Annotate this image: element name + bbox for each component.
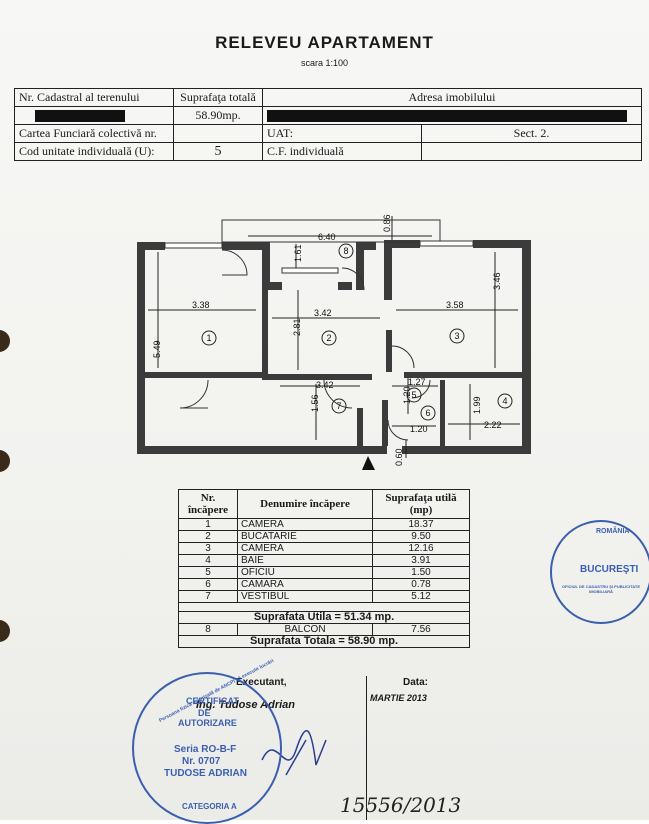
dim-label: 1.99 (472, 396, 482, 414)
unit-code-label: Cod unitate individuală (U): (14, 142, 174, 161)
binder-hole (0, 330, 10, 352)
stamp-text: Persoana fizică autorizată de ANCPI să e… (158, 658, 275, 724)
binder-hole (0, 620, 10, 642)
divider (366, 676, 367, 820)
dim-label: 0.86 (382, 214, 392, 232)
room-number: 2 (326, 333, 331, 343)
room-numbers: 1 2 3 4 5 6 7 8 (206, 246, 507, 418)
stamp-text: Seria RO-B-F (174, 744, 237, 755)
stamp-text: AUTORIZARE (178, 718, 237, 728)
cf-collective-label: Cartea Funciară colectivă nr. (14, 124, 174, 143)
dim-label: 0.60 (394, 448, 404, 466)
useful-area-total: Suprafata Utila = 51.34 mp. (178, 611, 470, 624)
dim-label: 3.46 (492, 272, 502, 290)
balcony (164, 219, 474, 441)
redacted-box (267, 110, 627, 123)
dim-label: 2.22 (484, 420, 502, 430)
room-number: 5 (411, 390, 416, 400)
room-number: 6 (425, 408, 430, 418)
floor-plan: 6.40 0.86 1.61 3.38 3.42 3.58 3.46 5.49 … (137, 214, 531, 470)
room-number: 7 (336, 401, 341, 411)
executant-label: Executant, (236, 677, 287, 688)
document-title: RELEVEU APARTAMENT (215, 33, 434, 52)
room-number: 3 (454, 331, 459, 341)
dim-label: 2.81 (292, 318, 302, 336)
stamp-text: BUCUREŞTI (580, 564, 639, 575)
cadastral-label: Nr. Cadastral al terenului (14, 88, 174, 107)
binder-hole (0, 450, 10, 472)
col-header-name: Denumire încăpere (237, 489, 373, 519)
property-info-table: Nr. Cadastral al terenului Suprafaţa tot… (14, 88, 642, 161)
entrance-arrow-icon (362, 456, 375, 470)
stamp-text: OFICIUL DE CADASTRU ŞI PUBLICITATE IMOBI… (562, 584, 640, 594)
authorization-stamp: Persoana fizică autorizată de ANCPI să e… (132, 658, 282, 824)
dim-label: 3.58 (446, 300, 464, 310)
date-value: MARTIE 2013 (370, 693, 427, 703)
date-label: Data: (403, 677, 429, 688)
scale-label: scara 1:100 (300, 58, 349, 68)
room-markers (201, 243, 513, 421)
dim-label: 3.42 (316, 380, 334, 390)
stamp-text: TUDOSE ADRIAN (164, 768, 247, 779)
dim-label: 1.20 (410, 424, 428, 434)
dim-label: 5.49 (152, 340, 162, 358)
stamp-text: Nr. 0707 (182, 756, 221, 767)
dim-label: 1.61 (293, 244, 303, 262)
room-number: 1 (206, 333, 211, 343)
room-number: 8 (343, 246, 348, 256)
cadastre-stamp: ROMÂNIA BUCUREŞTI OFICIUL DE CADASTRU ŞI… (550, 520, 649, 624)
dimension-lines (148, 216, 520, 458)
stamp-text: CATEGORIA A (182, 802, 237, 811)
col-header-nr: Nr. încăpere (178, 489, 238, 519)
cf-individual-label: C.F. individuală (262, 142, 422, 161)
dim-label: 1.27 (408, 377, 426, 387)
dim-label: 3.42 (314, 308, 332, 318)
dim-label: 6.40 (318, 232, 336, 242)
room-number: 4 (502, 396, 507, 406)
stamp-text: ROMÂNIA (596, 528, 630, 535)
stamp-text: CERTIFICAT (186, 696, 239, 706)
redacted-box (35, 110, 125, 123)
total-area-label: Suprafaţa totală (173, 88, 263, 107)
handwritten-number: 15556/2013 (340, 793, 462, 817)
unit-code-value: 5 (173, 142, 263, 161)
total-area-total: Suprafata Totala = 58.90 mp. (178, 635, 470, 648)
dim-label: 1.56 (310, 394, 320, 412)
rooms-table: Nr. încăpere Denumire încăpere Suprafaţa… (178, 489, 470, 648)
walls (137, 240, 531, 454)
dim-label: 3.38 (192, 300, 210, 310)
stamp-text: DE (198, 708, 211, 718)
col-header-area: Suprafaţa utilă (mp) (372, 489, 470, 519)
